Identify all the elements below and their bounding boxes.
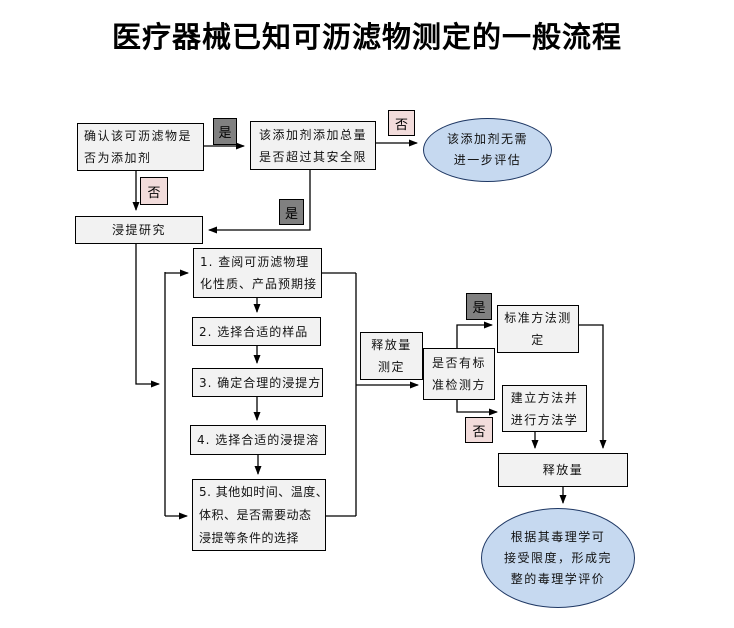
node-establish-method: 建立方法并 进行方法学 xyxy=(502,385,587,432)
connector-extraction-to-left-branch xyxy=(135,244,160,388)
connector-standard-to-release xyxy=(579,324,607,449)
node-text: 体积、是否需要动态 xyxy=(199,507,312,522)
page-title: 医疗器械已知可沥滤物测定的一般流程 xyxy=(111,20,622,54)
node-text: 定 xyxy=(531,333,545,347)
node-text: 测定 xyxy=(377,360,405,374)
connector-total-to-extraction xyxy=(208,170,311,234)
node-text: 该添加剂无需 xyxy=(446,132,528,146)
node-text: 进行方法学 xyxy=(510,412,579,427)
decision-label-yes-additive: 是 xyxy=(213,118,237,145)
node-text: 化性质、产品预期接 xyxy=(200,277,318,291)
decision-text: 是 xyxy=(218,126,232,141)
node-text: 根据其毒理学可 xyxy=(510,529,606,544)
decision-label-no-limit: 否 xyxy=(388,110,415,136)
node-text: 5. 其他如时间、温度、 xyxy=(199,484,329,499)
decision-text: 是 xyxy=(472,301,486,316)
node-text: 确认该可沥滤物是 xyxy=(84,129,193,143)
node-text: 是否超过其安全限 xyxy=(258,149,367,164)
decision-label-no-additive: 否 xyxy=(140,177,168,205)
node-text: 浸提等条件的选择 xyxy=(199,530,300,545)
decision-label-yes-standard: 是 xyxy=(466,293,492,320)
node-release-determination: 释放量 测定 xyxy=(360,332,423,380)
node-text: 释放量 xyxy=(542,463,584,477)
node-confirm-additive: 确认该可沥滤物是 否为添加剂 xyxy=(77,123,204,171)
node-text: 2. 选择合适的样品 xyxy=(199,324,309,339)
decision-text: 否 xyxy=(472,424,486,440)
node-step2: 2. 选择合适的样品 xyxy=(192,317,321,346)
node-text: 浸提研究 xyxy=(111,223,166,237)
node-text: 接受限度，形成完 xyxy=(503,550,612,565)
node-step1: 1. 查阅可沥滤物理 化性质、产品预期接 xyxy=(193,248,322,298)
node-tox-evaluation: 根据其毒理学可 接受限度，形成完 整的毒理学评价 xyxy=(481,508,635,608)
node-text: 否为添加剂 xyxy=(84,151,152,165)
node-release-amount: 释放量 xyxy=(498,453,628,487)
node-step4: 4. 选择合适的浸提溶 xyxy=(190,425,326,455)
decision-text: 否 xyxy=(147,185,161,201)
node-text: 标准方法测 xyxy=(504,311,572,325)
node-text: 是否有标 xyxy=(431,356,486,370)
connector-question-to-establish xyxy=(456,400,498,416)
node-text: 1. 查阅可沥滤物理 xyxy=(200,255,310,269)
node-text: 3. 确定合理的浸提方 xyxy=(199,375,322,390)
node-standard-method-question: 是否有标 准检测方 xyxy=(423,348,495,400)
node-text: 该添加剂添加总量 xyxy=(258,127,367,142)
decision-label-no-standard: 否 xyxy=(465,417,493,443)
node-text: 进一步评估 xyxy=(453,153,522,167)
node-text: 4. 选择合适的浸提溶 xyxy=(197,433,320,447)
node-text: 释放量 xyxy=(371,338,412,352)
decision-text: 否 xyxy=(394,117,408,133)
node-text: 整的毒理学评价 xyxy=(510,571,606,586)
decision-label-yes-limit: 是 xyxy=(279,199,304,225)
node-no-further-evaluation: 该添加剂无需 进一步评估 xyxy=(423,118,552,182)
node-standard-method-test: 标准方法测 定 xyxy=(497,305,579,353)
node-text: 准检测方 xyxy=(431,378,486,392)
connector-question-to-standard xyxy=(456,321,493,348)
decision-text: 是 xyxy=(284,206,298,222)
node-additive-total: 该添加剂添加总量 是否超过其安全限 xyxy=(250,121,376,170)
node-step5: 5. 其他如时间、温度、 体积、是否需要动态 浸提等条件的选择 xyxy=(192,479,329,551)
node-text: 建立方法并 xyxy=(510,390,579,405)
node-step3: 3. 确定合理的浸提方 xyxy=(192,368,323,397)
node-extraction-study: 浸提研究 xyxy=(75,216,203,244)
